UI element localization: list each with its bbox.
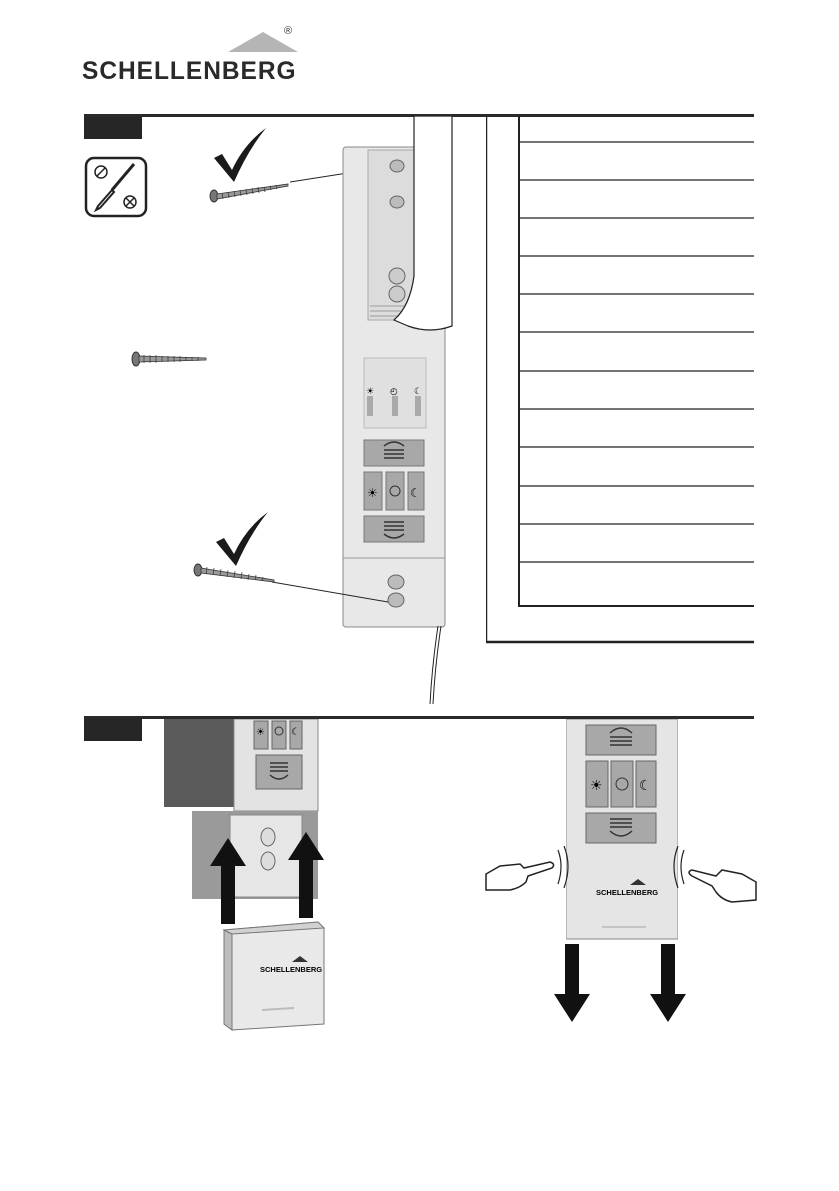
- housing-brand: SCHELLENBERG: [596, 888, 658, 897]
- cable: [420, 626, 450, 706]
- svg-text:☾: ☾: [410, 486, 421, 500]
- arrow-up-icon: [210, 838, 246, 924]
- logo: ® SCHELLENBERG: [0, 0, 839, 90]
- svg-text:◴: ◴: [390, 387, 398, 397]
- arrow-down-icon: [554, 944, 590, 1022]
- screw-icon: [190, 560, 280, 588]
- brand-name: SCHELLENBERG: [82, 57, 297, 86]
- svg-text:☀: ☀: [590, 778, 603, 794]
- arrow-up-icon: [288, 832, 324, 918]
- svg-text:☾: ☾: [639, 778, 652, 794]
- registered-mark: ®: [284, 25, 292, 37]
- arrow-down-icon: [650, 944, 686, 1022]
- svg-text:☾: ☾: [291, 727, 300, 738]
- screw-icon: [206, 178, 292, 204]
- svg-text:☾: ☾: [414, 387, 422, 397]
- svg-text:☀: ☀: [366, 387, 374, 397]
- pointing-hand-icon: [672, 846, 762, 912]
- paper-strip: [380, 116, 454, 334]
- screw-icon: [130, 350, 210, 368]
- step-1-tab: [84, 117, 142, 139]
- pointing-hand-icon: [480, 846, 570, 896]
- checkmark-icon: [212, 128, 268, 183]
- device-housing: ☀ ☾ SCHELLENBERG: [566, 719, 678, 941]
- device-cover: SCHELLENBERG: [222, 920, 326, 1032]
- svg-text:☀: ☀: [367, 486, 378, 500]
- answer-table: [486, 116, 754, 646]
- svg-text:☀: ☀: [256, 727, 265, 738]
- checkmark-icon: [214, 512, 270, 567]
- step-2-tab: [84, 719, 142, 741]
- cover-brand: SCHELLENBERG: [260, 965, 322, 974]
- screwdriver-icon: [84, 156, 148, 218]
- leader-line: [272, 578, 392, 608]
